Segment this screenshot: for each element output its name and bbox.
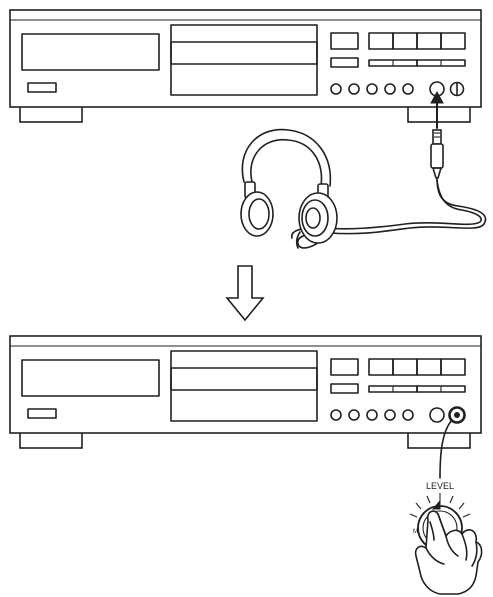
hand-icon	[414, 510, 483, 595]
headphones-icon	[240, 128, 338, 249]
control-button	[330, 383, 359, 394]
round-button	[330, 83, 342, 95]
headphone-plug	[430, 129, 444, 179]
control-button	[440, 358, 466, 376]
round-button	[402, 83, 414, 95]
insert-arrow-icon	[430, 90, 444, 129]
player-foot-left	[19, 105, 83, 123]
round-button	[402, 409, 414, 421]
round-button	[348, 409, 360, 421]
tray-slot	[170, 41, 318, 65]
power-button	[27, 408, 57, 419]
level-label: LEVEL	[426, 481, 454, 491]
round-button	[366, 409, 378, 421]
player-foot-left	[19, 431, 83, 449]
round-button	[348, 83, 360, 95]
cd-player-top	[9, 9, 482, 123]
headphone-cord	[297, 177, 487, 249]
round-button	[384, 409, 396, 421]
round-button	[384, 83, 396, 95]
control-button	[330, 358, 359, 376]
level-knob-highlight	[448, 406, 466, 424]
control-button	[330, 57, 359, 68]
player-foot-right	[407, 105, 471, 123]
power-button	[27, 82, 57, 93]
control-button	[440, 32, 466, 50]
display-window	[21, 359, 160, 397]
tray-slot	[170, 367, 318, 391]
control-button	[330, 32, 359, 50]
round-button	[330, 409, 342, 421]
down-arrow-icon	[225, 265, 265, 322]
callout-leader	[439, 420, 452, 479]
cd-player-bottom	[9, 335, 482, 449]
round-button	[366, 83, 378, 95]
player-foot-right	[407, 431, 471, 449]
headphone-jack	[429, 407, 445, 423]
display-window	[21, 33, 160, 71]
